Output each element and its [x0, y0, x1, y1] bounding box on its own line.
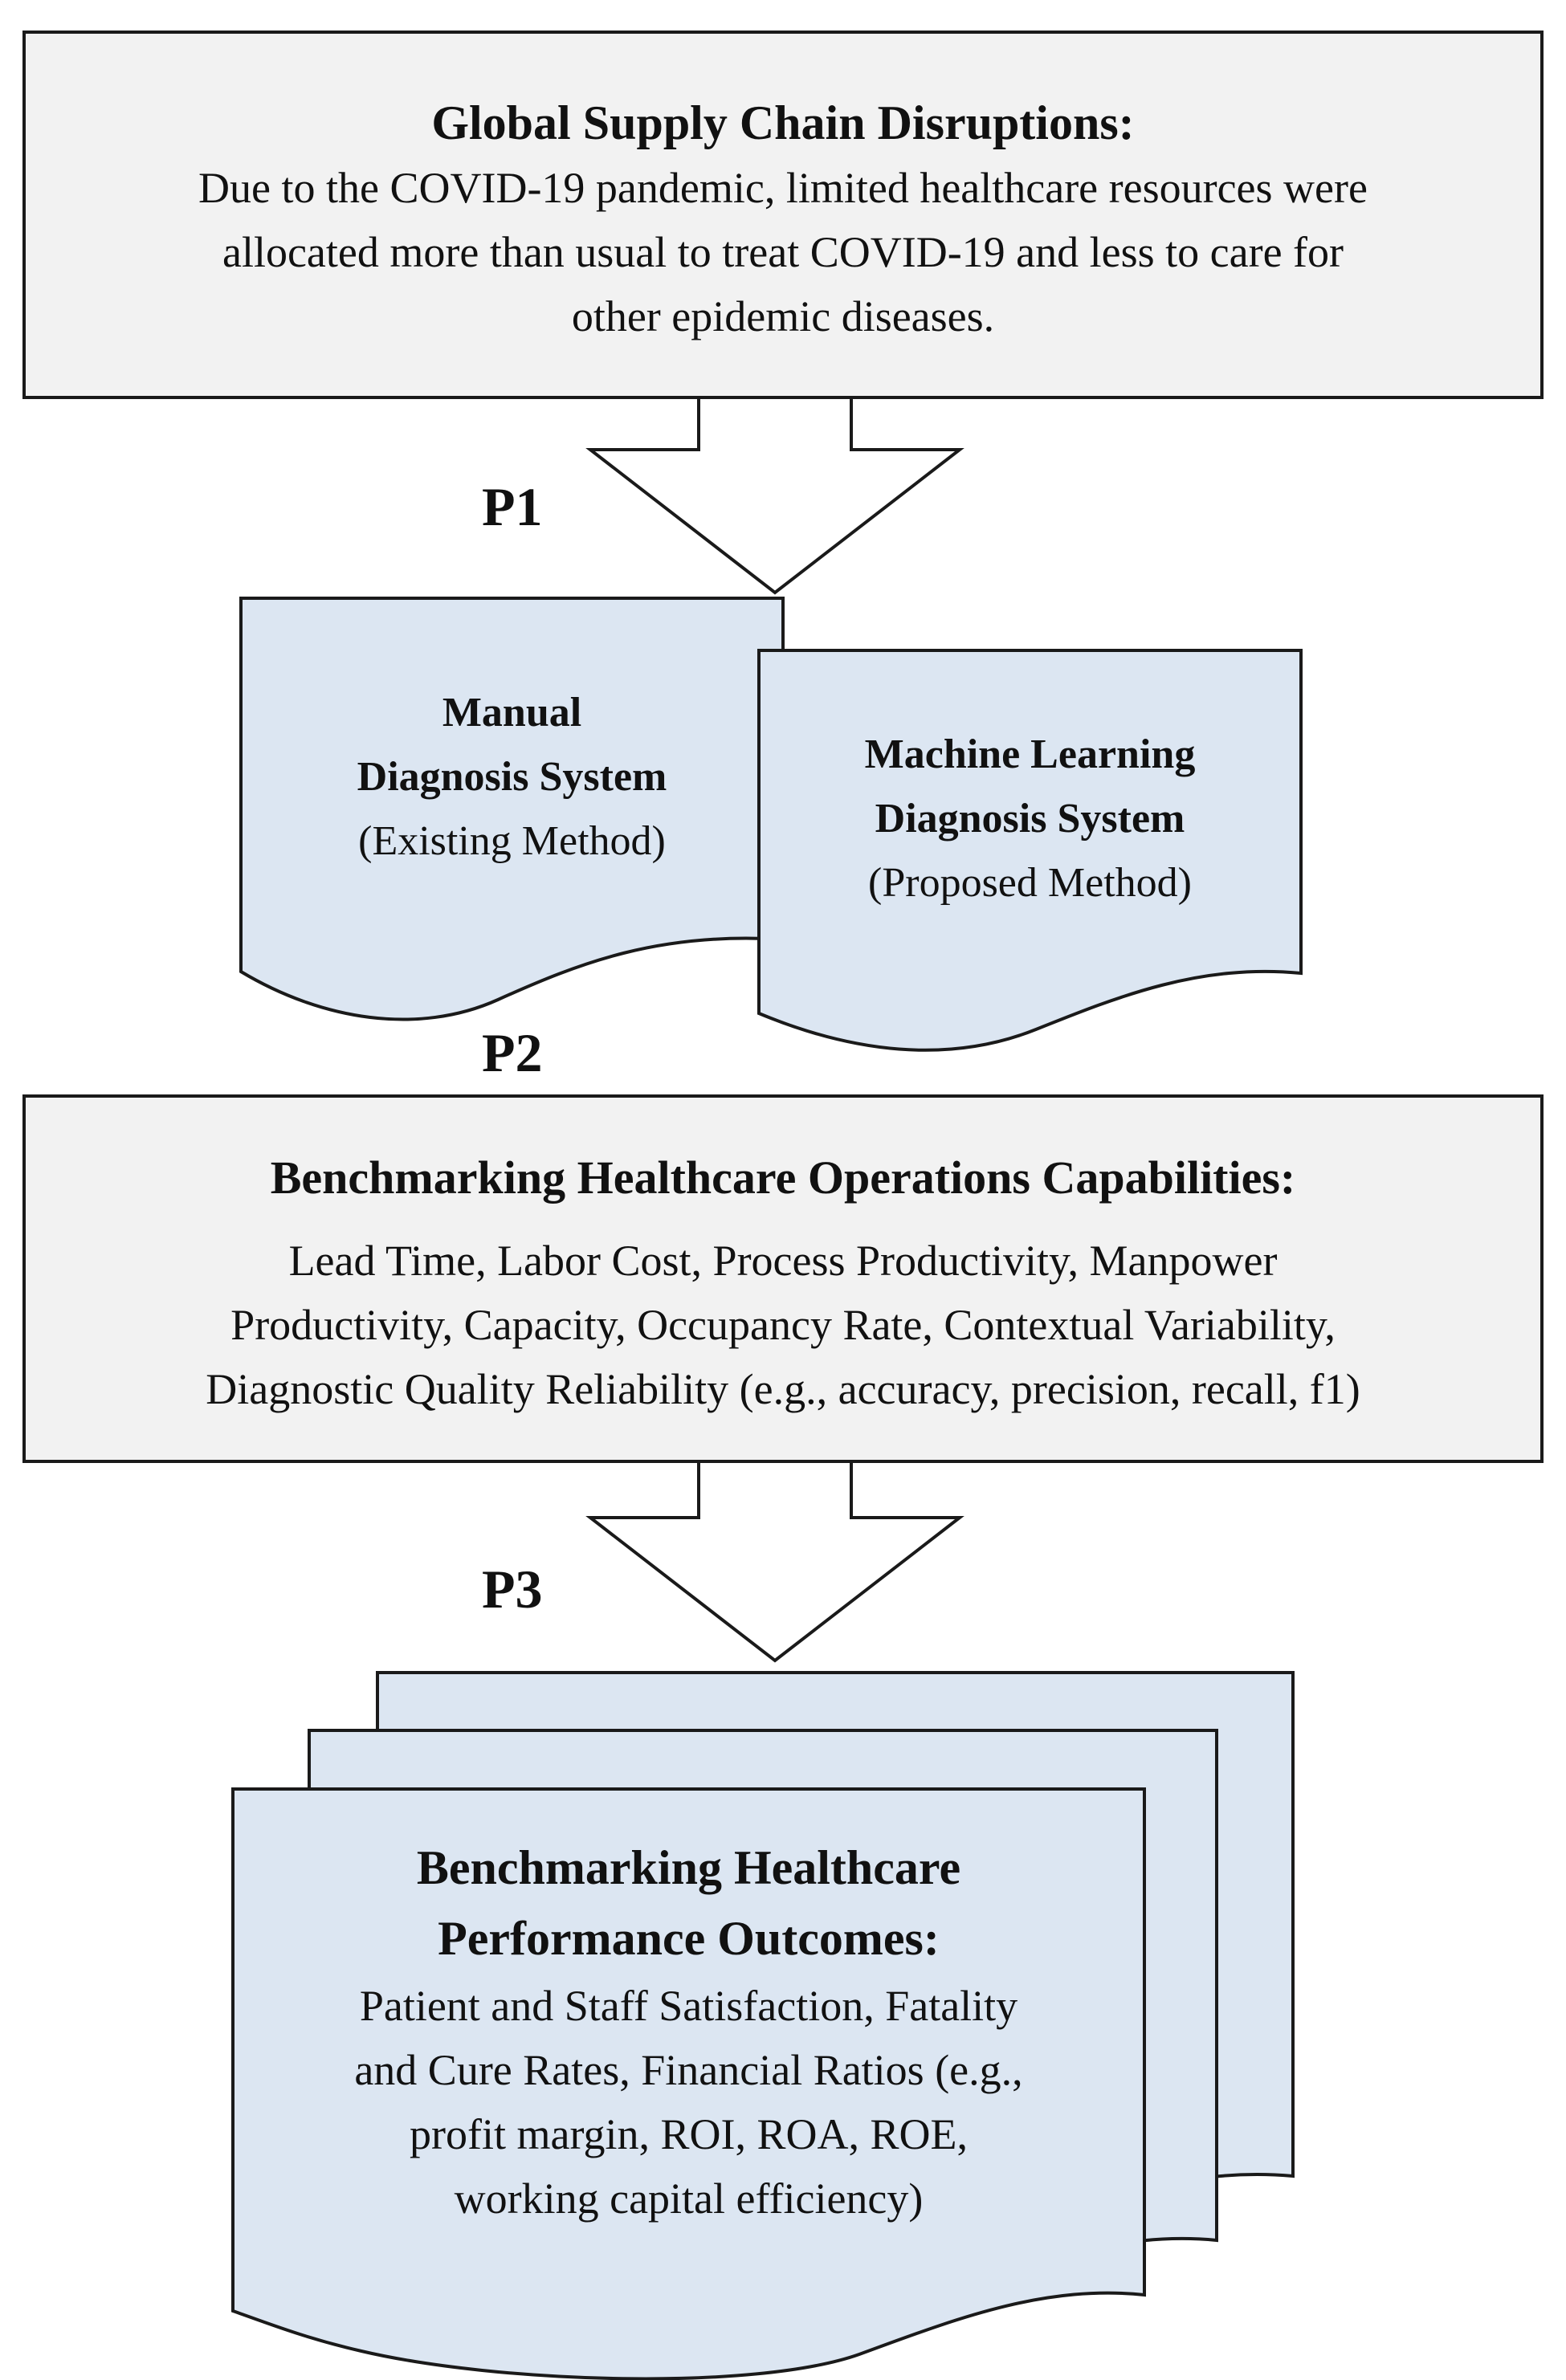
supply-chain-line: other epidemic diseases.	[571, 292, 995, 340]
outcomes-text: Benchmarking Healthcare Performance Outc…	[233, 1832, 1144, 2231]
outcomes-line: Patient and Staff Satisfaction, Fatality	[359, 1982, 1018, 2030]
manual-diagnosis-text: Manual Diagnosis System (Existing Method…	[241, 681, 783, 874]
manual-title-line: Diagnosis System	[357, 754, 667, 800]
outcomes-line: working capital efficiency)	[454, 2174, 924, 2223]
supply-chain-box	[22, 31, 1544, 399]
ml-title-line: Machine Learning	[864, 732, 1196, 777]
capabilities-line: Lead Time, Labor Cost, Process Productiv…	[288, 1237, 1278, 1285]
manual-subtitle: (Existing Method)	[358, 818, 666, 864]
ml-subtitle: (Proposed Method)	[868, 860, 1192, 906]
manual-title-line: Manual	[442, 690, 582, 736]
supply-chain-line: Due to the COVID-19 pandemic, limited he…	[198, 164, 1368, 212]
path-label-p3: P3	[482, 1559, 543, 1620]
outcomes-title-line: Performance Outcomes:	[438, 1912, 940, 1965]
supply-chain-title: Global Supply Chain Disruptions:	[431, 96, 1135, 149]
manual-diagnosis-doc	[239, 597, 785, 1021]
outcomes-line: and Cure Rates, Financial Ratios (e.g.,	[354, 2046, 1023, 2094]
capabilities-line: Productivity, Capacity, Occupancy Rate, …	[230, 1301, 1336, 1349]
path-label-p2: P2	[482, 1022, 543, 1083]
arrow-p1	[585, 396, 964, 595]
capabilities-line: Diagnostic Quality Reliability (e.g., ac…	[206, 1365, 1360, 1413]
capabilities-title: Benchmarking Healthcare Operations Capab…	[270, 1151, 1296, 1204]
ml-title-line: Diagnosis System	[875, 796, 1185, 842]
outcomes-line: profit margin, ROI, ROA, ROE,	[410, 2110, 968, 2158]
capabilities-box	[22, 1094, 1544, 1463]
ml-diagnosis-text: Machine Learning Diagnosis System (Propo…	[759, 723, 1301, 915]
arrow-p3	[585, 1460, 964, 1663]
supply-chain-line: allocated more than usual to treat COVID…	[222, 228, 1344, 276]
outcomes-title-line: Benchmarking Healthcare	[416, 1841, 961, 1894]
ml-diagnosis-doc	[757, 649, 1303, 1052]
outcomes-doc-front	[231, 1787, 1146, 2380]
capabilities-text: Benchmarking Healthcare Operations Capab…	[24, 1142, 1542, 1421]
supply-chain-text: Global Supply Chain Disruptions: Due to …	[24, 90, 1542, 348]
path-label-p1: P1	[482, 476, 543, 537]
